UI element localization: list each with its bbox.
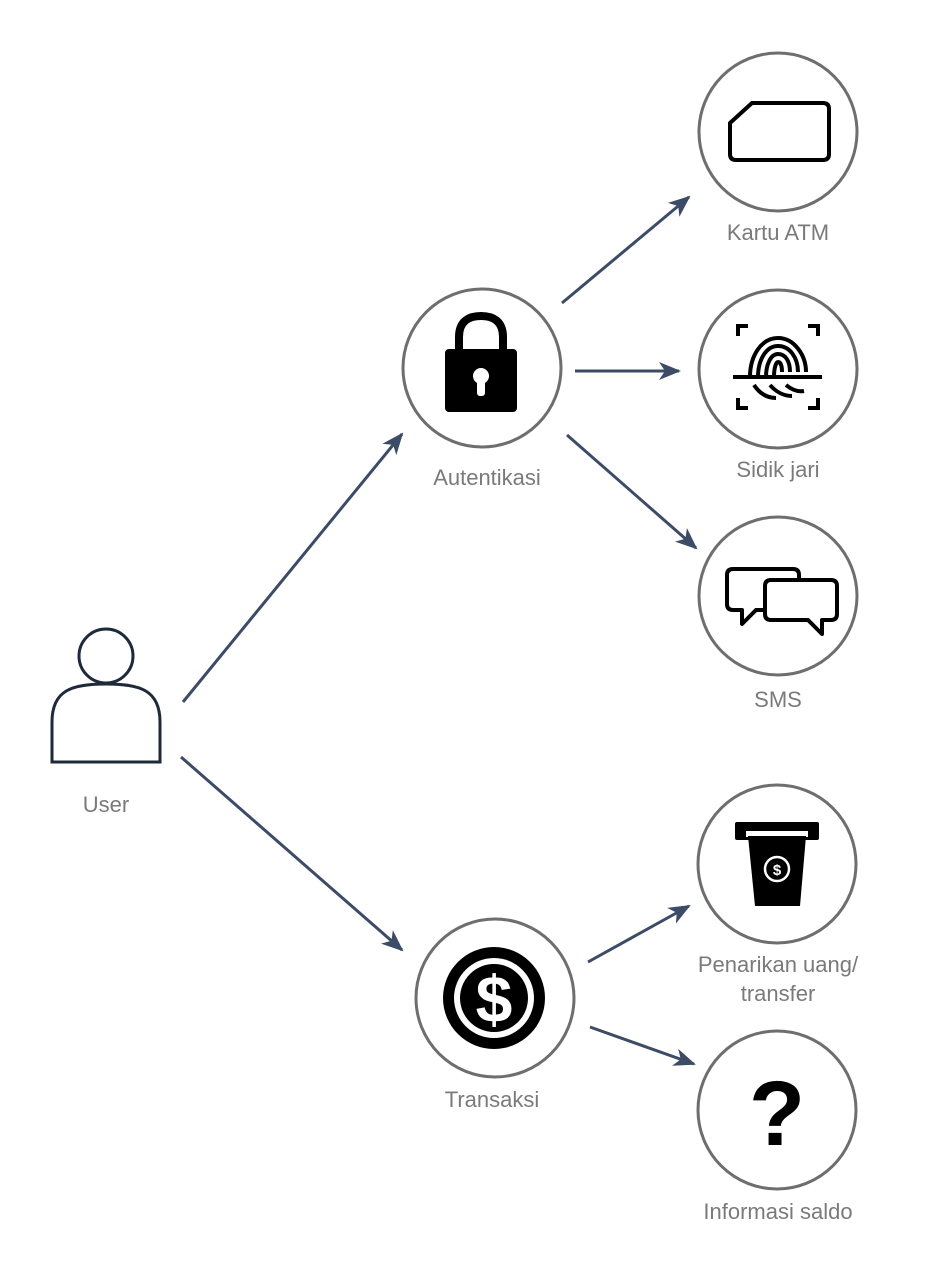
informasi-label: Informasi saldo — [703, 1199, 853, 1224]
sidik-jari-circle — [697, 288, 859, 450]
penarikan-label-line2: transfer — [740, 981, 816, 1006]
sms-label: SMS — [754, 687, 802, 712]
autentikasi-label: Autentikasi — [433, 465, 541, 490]
edges-group — [180, 195, 698, 1066]
kartu-atm-circle — [697, 51, 859, 213]
kartu-atm-label: Kartu ATM — [726, 220, 830, 245]
svg-text:?: ? — [749, 1063, 805, 1165]
penarikan-label-line1: Penarikan uang/ — [697, 952, 859, 977]
autentikasi-node — [401, 287, 563, 449]
edge-transaksi-to-penarikan — [587, 904, 691, 964]
transaksi-label: Transaksi — [444, 1087, 540, 1112]
edge-user-to-autentikasi — [181, 432, 404, 703]
kartu-atm-node — [697, 51, 859, 213]
informasi-node: ? — [696, 1029, 858, 1191]
edge-transaksi-to-informasi — [589, 1025, 696, 1066]
sidik-jari-node — [697, 288, 859, 450]
dollar-icon: $ — [443, 947, 545, 1049]
atm-withdrawal-icon: $ — [735, 822, 819, 906]
padlock-icon — [445, 311, 517, 412]
informasi-circle — [696, 1029, 858, 1191]
edge-autentikasi-to-kartu-atm — [561, 195, 691, 305]
fingerprint-icon — [733, 324, 822, 410]
card-icon — [728, 101, 831, 162]
user-icon — [50, 627, 162, 764]
edge-autentikasi-to-sms — [566, 433, 698, 550]
user-node — [50, 627, 162, 764]
transaksi-node: $ — [414, 917, 576, 1079]
edge-user-to-transaksi — [180, 755, 404, 952]
svg-text:$: $ — [773, 862, 782, 879]
penarikan-node: $ — [696, 783, 858, 945]
sidik-jari-label: Sidik jari — [736, 457, 820, 482]
question-icon: ? — [749, 1063, 805, 1165]
svg-text:$: $ — [476, 962, 513, 1036]
chat-bubbles-icon — [725, 567, 839, 636]
user-label: User — [82, 792, 130, 817]
sms-node — [697, 515, 859, 677]
